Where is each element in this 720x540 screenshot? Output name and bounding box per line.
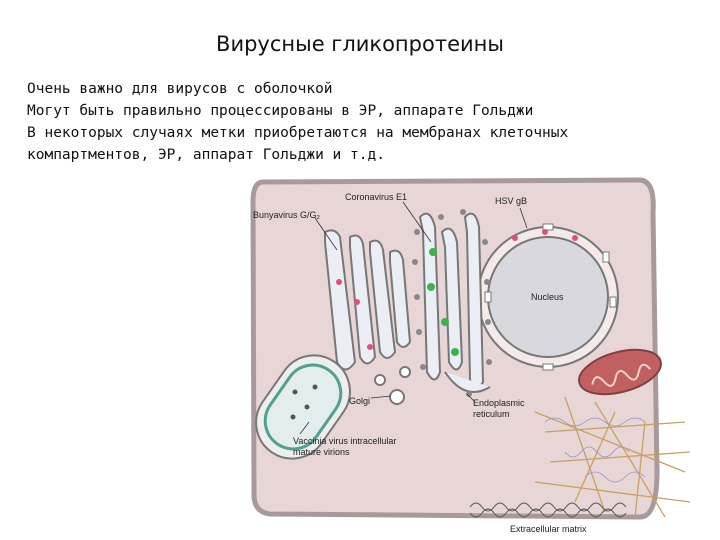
- body-text: Очень важно для вирусов с оболочкой Могу…: [27, 78, 707, 166]
- label-ecm: Extracellular matrix: [510, 524, 587, 534]
- slide-title: Вирусные гликопротеины: [0, 32, 720, 56]
- body-line-2: Могут быть правильно процессированы в ЭР…: [27, 100, 707, 122]
- label-golgi: Golgi: [349, 396, 370, 406]
- body-line-4: компартментов, ЭР, аппарат Гольджи и т.д…: [27, 144, 707, 166]
- label-hsv: HSV gB: [495, 196, 527, 206]
- label-vaccinia-line2: mature virions: [293, 447, 350, 457]
- cell-diagram: Bunyavirus G/G₂ Coronavirus E1 HSV gB Nu…: [245, 172, 695, 540]
- label-er-line1: Endoplasmic: [473, 398, 525, 408]
- body-line-1: Очень важно для вирусов с оболочкой: [27, 78, 707, 100]
- label-vaccinia-line1: Vaccinia virus intracellular: [293, 436, 396, 446]
- label-coronavirus: Coronavirus E1: [345, 192, 407, 202]
- label-nucleus: Nucleus: [531, 292, 564, 302]
- label-bunyavirus: Bunyavirus G/G₂: [253, 210, 321, 220]
- endoplasmic-reticulum: [420, 214, 490, 392]
- label-er-line2: reticulum: [473, 409, 510, 419]
- body-line-3: В некоторых случаях метки приобретаются …: [27, 122, 707, 144]
